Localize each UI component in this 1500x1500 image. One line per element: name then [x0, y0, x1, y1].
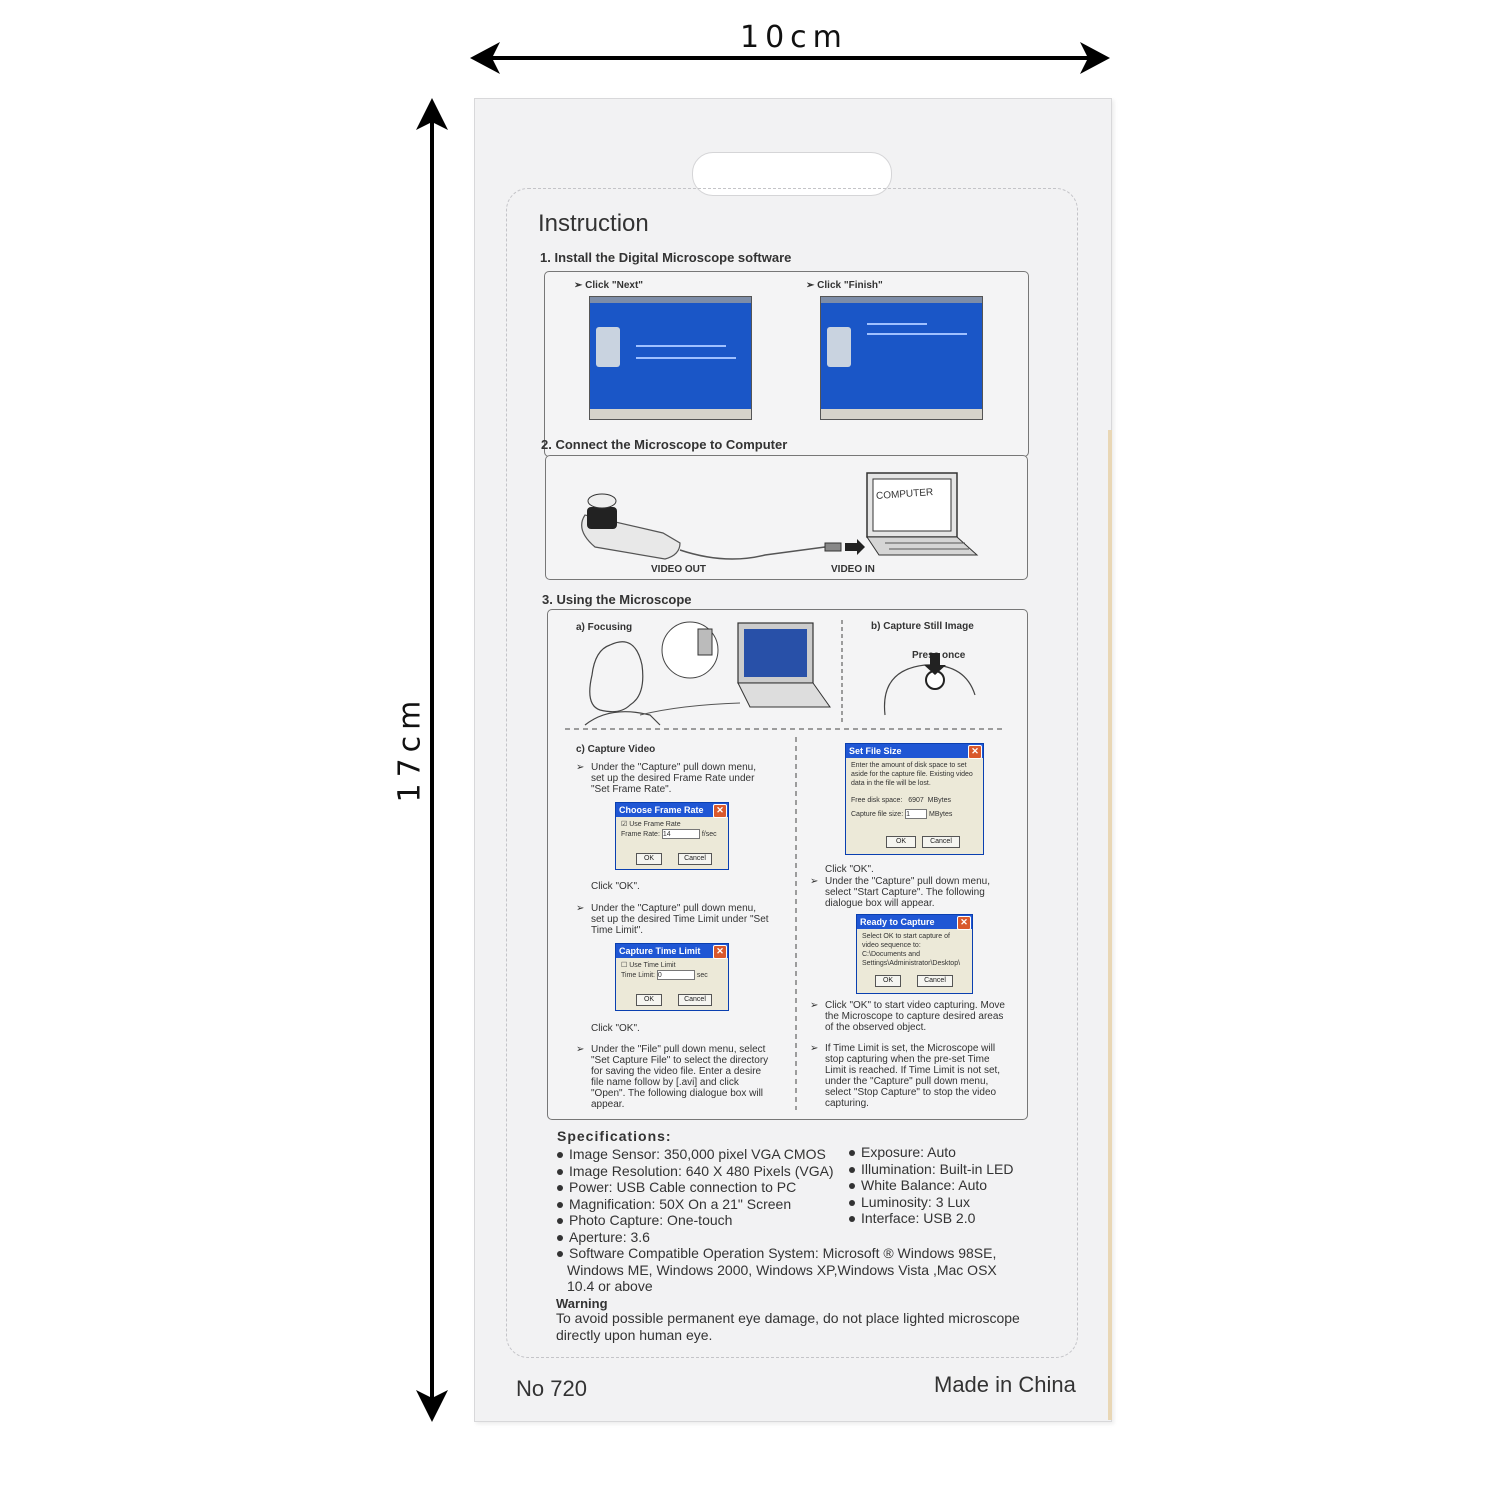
right-instruction-2: Click "OK" to start video capturing. Mov…: [825, 1000, 1005, 1033]
free-space-unit: MBytes: [927, 797, 952, 804]
capture-time-limit-dialog: Capture Time Limit ✕ ☐ Use Time Limit Tim…: [615, 943, 729, 1011]
box-side-edge: [1108, 430, 1112, 1420]
spec-item: Aperture: 3.6: [557, 1229, 1027, 1246]
made-in-label: Made in China: [934, 1372, 1076, 1397]
bullet-arrow-1: ➢: [576, 762, 585, 773]
click-finish-label: ➢ Click "Finish": [806, 280, 883, 291]
time-limit-label: Time Limit:: [621, 971, 655, 979]
spec-item: Image Sensor: 350,000 pixel VGA CMOS: [557, 1146, 1027, 1163]
spec-item: Image Resolution: 640 X 480 Pixels (VGA): [557, 1163, 1027, 1180]
close-icon[interactable]: ✕: [957, 916, 971, 930]
focusing-label: a) Focusing: [576, 622, 633, 633]
click-next-label: ➢ Click "Next": [574, 280, 644, 291]
step1-label: 1. Install the Digital Microscope softwa…: [540, 250, 792, 265]
spec-item: Magnification: 50X On a 21" Screen: [557, 1196, 1027, 1213]
frame-rate-unit: f/sec: [701, 830, 717, 838]
use-frame-rate-checkbox[interactable]: ☑ Use Frame Rate: [621, 821, 681, 828]
ready-to-capture-dialog: Ready to Capture ✕ Select OK to start cap…: [856, 914, 973, 994]
warning-heading: Warning: [556, 1296, 608, 1311]
capture-still-label: b) Capture Still Image: [871, 621, 974, 632]
right-instruction-3: If Time Limit is set, the Microscope wil…: [825, 1043, 1001, 1109]
height-dimension-label: 17cm: [392, 694, 428, 803]
spec-item: White Balance: Auto: [849, 1177, 1049, 1194]
close-icon[interactable]: ✕: [968, 745, 982, 759]
cancel-button[interactable]: Cancel: [922, 836, 960, 848]
width-dimension-label: 10cm: [740, 20, 848, 55]
use-time-limit-checkbox[interactable]: ☐ Use Time Limit: [621, 962, 676, 969]
spec-item: Software Compatible Operation System: Mi…: [557, 1245, 1027, 1295]
connection-illustration: [581, 472, 979, 560]
focusing-illustration: [584, 620, 976, 726]
ok-button[interactable]: OK: [886, 836, 916, 848]
warning-text: To avoid possible permanent eye damage, …: [556, 1310, 1020, 1343]
ready-dialog-title: Ready to Capture: [860, 917, 935, 927]
spec-item: Power: USB Cable connection to PC: [557, 1179, 1027, 1196]
install-wizard-screenshot: [589, 296, 752, 420]
frame-dialog-title: Choose Frame Rate: [619, 805, 704, 815]
time-dialog-title: Capture Time Limit: [619, 946, 701, 956]
spec-item: Luminosity: 3 Lux: [849, 1194, 1049, 1211]
step2-label: 2. Connect the Microscope to Computer: [541, 437, 788, 452]
bullet-arrow-4: ➢: [810, 876, 819, 887]
left-instruction-2: Under the "Capture" pull down menu, set …: [591, 903, 769, 936]
bullet-arrow-6: ➢: [810, 1043, 819, 1054]
click-ok-text-2: Click "OK".: [591, 1023, 640, 1034]
spec-item: Illumination: Built-in LED: [849, 1161, 1049, 1178]
ok-button[interactable]: OK: [636, 994, 662, 1006]
time-limit-unit: sec: [696, 971, 708, 979]
ok-button[interactable]: OK: [636, 853, 662, 865]
ok-button[interactable]: OK: [875, 975, 901, 987]
capture-size-field[interactable]: 1: [905, 809, 928, 819]
cancel-button[interactable]: Cancel: [678, 853, 712, 865]
close-icon[interactable]: ✕: [713, 945, 727, 959]
file-dialog-title: Set File Size: [849, 746, 902, 756]
right-click-ok-text: Click "OK".: [825, 864, 874, 875]
left-instruction-1: Under the "Capture" pull down menu, set …: [591, 762, 756, 795]
left-instruction-3: Under the "File" pull down menu, select …: [591, 1044, 769, 1110]
capture-video-label: c) Capture Video: [576, 744, 656, 755]
bullet-arrow-5: ➢: [810, 1000, 819, 1011]
video-in-label: VIDEO IN: [831, 564, 875, 575]
click-ok-text-1: Click "OK".: [591, 881, 640, 892]
model-number: No 720: [516, 1376, 587, 1401]
right-instruction-1: Under the "Capture" pull down menu, sele…: [825, 876, 990, 909]
bullet-arrow-2: ➢: [576, 903, 585, 914]
video-out-label: VIDEO OUT: [651, 564, 707, 575]
cancel-button[interactable]: Cancel: [917, 975, 953, 987]
capture-size-label: Capture file size:: [851, 810, 904, 818]
specs-right-list: Exposure: Auto Illumination: Built-in LE…: [849, 1144, 1049, 1227]
ready-dialog-text: Select OK to start capture of video sequ…: [862, 933, 961, 967]
frame-rate-label: Frame Rate:: [621, 830, 660, 838]
close-icon[interactable]: ✕: [713, 804, 727, 818]
time-limit-field[interactable]: 0: [656, 970, 695, 980]
step3-dividers: [565, 728, 1005, 1110]
set-file-size-dialog: Set File Size ✕ Enter the amount of disk …: [845, 743, 984, 855]
cancel-button[interactable]: Cancel: [678, 994, 712, 1006]
bullet-arrow-3: ➢: [576, 1044, 585, 1055]
spec-item: Exposure: Auto: [849, 1144, 1049, 1161]
capture-size-unit: MBytes: [929, 810, 953, 818]
free-space-value: 6907: [908, 797, 924, 804]
free-space-label: Free disk space:: [851, 797, 903, 804]
file-dialog-text: Enter the amount of disk space to set as…: [851, 762, 973, 787]
choose-frame-rate-dialog: Choose Frame Rate ✕ ☑ Use Frame Rate Fram…: [615, 802, 729, 870]
finish-wizard-screenshot: [820, 296, 983, 420]
specifications-heading: Specifications:: [557, 1128, 672, 1144]
instruction-title: Instruction: [538, 210, 649, 237]
frame-rate-field[interactable]: 14: [661, 829, 700, 839]
specs-left-list: Image Sensor: 350,000 pixel VGA CMOS Ima…: [557, 1146, 1027, 1295]
step3-label: 3. Using the Microscope: [542, 592, 692, 607]
spec-item: Interface: USB 2.0: [849, 1210, 1049, 1227]
spec-item: Photo Capture: One-touch: [557, 1212, 1027, 1229]
instruction-area: [506, 188, 1078, 1358]
